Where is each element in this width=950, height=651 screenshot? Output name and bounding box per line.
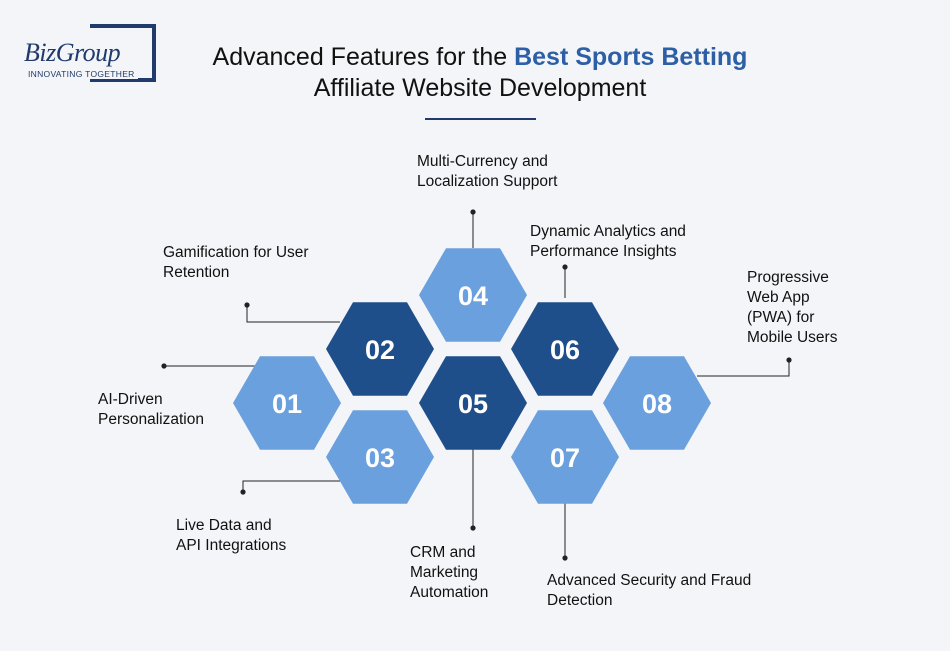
feature-label-line: Marketing (410, 564, 479, 581)
feature-label-line: Performance Insights (530, 243, 677, 260)
feature-label-line: Live Data and (176, 517, 272, 534)
connector-dot-04 (470, 209, 476, 215)
logo-frame (90, 24, 156, 82)
feature-label-line: Retention (163, 264, 230, 281)
connector-dot-07 (562, 555, 568, 561)
feature-label-line: Advanced Security and Fraud (547, 572, 752, 589)
hexagon-number-08: 08 (642, 389, 672, 419)
feature-label-line: (PWA) for (747, 309, 815, 326)
bizgroup-logo: BizGroup INNOVATING TOGETHER (22, 24, 158, 84)
connector-dot-01 (161, 363, 167, 369)
hexagon-05 (419, 356, 527, 450)
hexagon-number-06: 06 (550, 335, 580, 365)
feature-label-line: Detection (547, 592, 613, 609)
title-highlight: Best Sports Betting (514, 43, 748, 71)
feature-label-line: Multi-Currency and (417, 153, 548, 170)
hexagon-02 (326, 302, 434, 396)
feature-label-line: Personalization (98, 411, 204, 428)
title-divider (425, 118, 536, 120)
connector-dot-06 (562, 264, 568, 270)
hexagon-08 (603, 356, 711, 450)
connector-dot-02 (244, 302, 250, 308)
connector-02 (246, 305, 340, 323)
hexagon-number-07: 07 (550, 443, 580, 473)
feature-label-line: Localization Support (417, 173, 558, 190)
hexagon-04 (419, 248, 527, 342)
hexagons: 01 02 03 04 05 06 07 08 (233, 248, 711, 504)
hexagon-number-03: 03 (365, 443, 395, 473)
connector-08 (697, 360, 790, 377)
connector-dot-05 (470, 525, 476, 531)
title-prefix: Advanced Features for the (212, 43, 515, 71)
hexagon-06 (511, 302, 619, 396)
hexagon-03 (326, 410, 434, 504)
feature-label-line: AI-Driven (98, 391, 163, 408)
connector-dot-08 (786, 357, 792, 363)
connector-dot-03 (240, 489, 246, 495)
hexagon-number-04: 04 (458, 281, 488, 311)
feature-label-line: Gamification for User (163, 244, 309, 261)
hexagon-01 (233, 356, 341, 450)
connectors (161, 209, 792, 561)
feature-label-line: Mobile Users (747, 329, 838, 346)
connector-03 (242, 480, 340, 492)
hexagon-07 (511, 410, 619, 504)
feature-label-line: API Integrations (176, 537, 287, 554)
hexagon-number-05: 05 (458, 389, 488, 419)
title-line-1: Advanced Features for the Best Sports Be… (180, 42, 780, 73)
title-line-2: Affiliate Website Development (313, 74, 647, 102)
hexagon-number-01: 01 (272, 389, 302, 419)
feature-label-line: Web App (747, 289, 810, 306)
hexagon-number-02: 02 (365, 335, 395, 365)
logo-wordmark: BizGroup (24, 38, 123, 68)
feature-label-line: CRM and (410, 544, 476, 561)
feature-label-line: Progressive (747, 269, 829, 286)
feature-label-line: Automation (410, 584, 489, 601)
feature-label-line: Dynamic Analytics and (530, 223, 686, 240)
logo-tagline: INNOVATING TOGETHER (28, 69, 138, 79)
